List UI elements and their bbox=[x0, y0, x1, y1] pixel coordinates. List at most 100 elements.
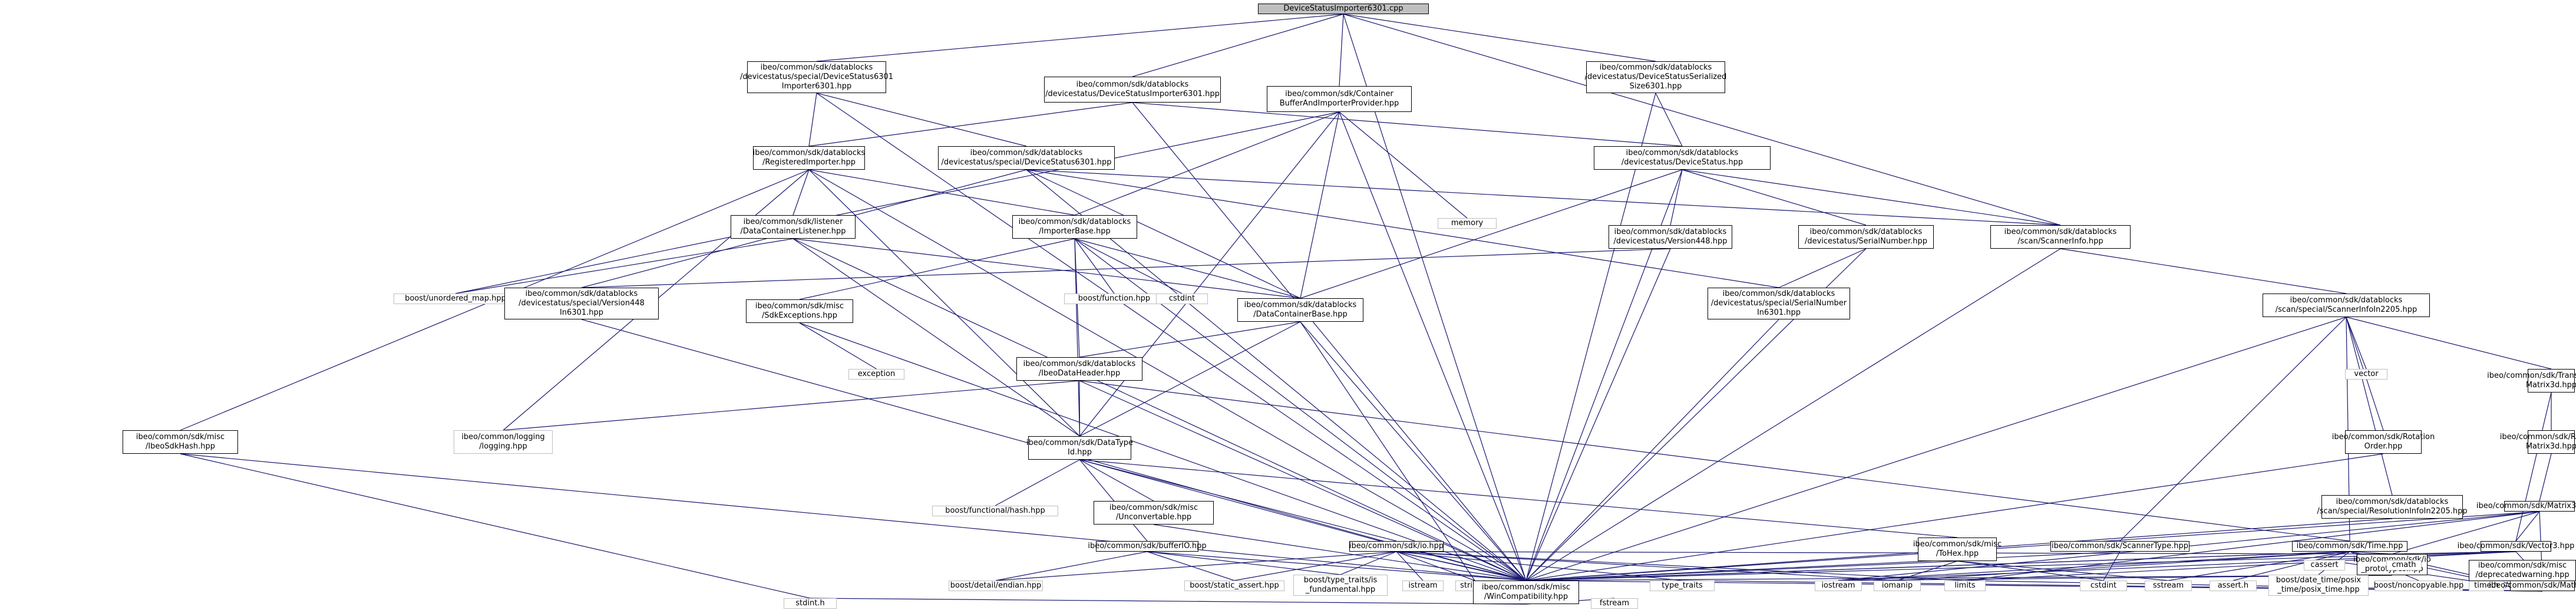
edge-n23-n28 bbox=[1079, 380, 1081, 437]
edge-n9-n19 bbox=[792, 238, 1301, 299]
node-n62[interactable]: ibeo/common/sdk/misc /deprecatedwarning.… bbox=[2469, 560, 2576, 581]
edge-n35-n56 bbox=[1147, 551, 1527, 581]
node-n14: boost/unordered_map.hpp bbox=[394, 294, 517, 304]
edge-n9-n56 bbox=[792, 238, 1527, 581]
edge-n13-n21 bbox=[2060, 248, 2347, 294]
edge-n34-n40 bbox=[2515, 511, 2540, 542]
edge-n0-n4 bbox=[1343, 14, 1656, 62]
node-n55[interactable]: ibeo/common/sdk/Math.hpp bbox=[2489, 581, 2576, 591]
node-n31[interactable]: ibeo/common/sdk/datablocks /scan/special… bbox=[2317, 495, 2468, 519]
edge-n3-n10 bbox=[1074, 111, 1340, 216]
edge-n8-n19 bbox=[1300, 169, 1683, 299]
node-n41: boost/detail/endian.hpp bbox=[949, 581, 1043, 591]
node-n22: exception bbox=[848, 369, 904, 380]
node-n37[interactable]: ibeo/common/sdk/misc /ToHex.hpp bbox=[1913, 538, 2002, 561]
node-n32: boost/functional/hash.hpp bbox=[932, 506, 1058, 516]
node-n13[interactable]: ibeo/common/sdk/datablocks /scan/Scanner… bbox=[1990, 225, 2131, 249]
node-n1[interactable]: ibeo/common/sdk/datablocks /devicestatus… bbox=[740, 61, 893, 93]
node-n36[interactable]: ibeo/common/sdk/io.hpp bbox=[1349, 541, 1444, 552]
edge-n36-n59 bbox=[1396, 551, 1966, 581]
node-n4[interactable]: ibeo/common/sdk/datablocks /devicestatus… bbox=[1585, 61, 1726, 93]
node-n20[interactable]: ibeo/common/sdk/datablocks /devicestatus… bbox=[1708, 288, 1850, 319]
node-n19[interactable]: ibeo/common/sdk/datablocks /DataContaine… bbox=[1237, 298, 1363, 322]
edge-n11-n56 bbox=[1525, 248, 1671, 581]
node-n48: cstdint bbox=[2080, 581, 2127, 591]
edge-n54-n56 bbox=[1525, 575, 2393, 581]
node-n28[interactable]: ibeo/common/sdk/DataType Id.hpp bbox=[1026, 436, 1133, 460]
node-n33[interactable]: ibeo/common/sdk/misc /Unconvertable.hpp bbox=[1094, 501, 1214, 525]
edge-n39-n49 bbox=[2168, 551, 2350, 581]
node-n29[interactable]: ibeo/common/sdk/Rotation Order.hpp bbox=[2332, 430, 2435, 454]
edge-n21-n24 bbox=[2346, 316, 2367, 370]
edge-n39-n56 bbox=[1525, 551, 2350, 581]
edge-n6-n20 bbox=[1026, 169, 1779, 288]
edge-n28-n56 bbox=[1079, 459, 1527, 581]
node-n12[interactable]: ibeo/common/sdk/datablocks /devicestatus… bbox=[1798, 225, 1934, 249]
edge-n10-n56 bbox=[1074, 238, 1527, 581]
node-n30[interactable]: ibeo/common/sdk/Rotation Matrix3d.hpp bbox=[2500, 430, 2576, 454]
node-n49: sstream bbox=[2145, 581, 2192, 591]
node-n34[interactable]: ibeo/common/sdk/Matrix3x3.hpp bbox=[2476, 501, 2576, 512]
edge-n21-n25 bbox=[2346, 316, 2552, 370]
edge-n10-n16 bbox=[799, 238, 1075, 300]
node-n63: stdint.h bbox=[784, 598, 837, 609]
node-n43: boost/type_traits/is _fundamental.hpp bbox=[1293, 575, 1388, 596]
edge-n36-n44 bbox=[1396, 551, 1424, 581]
edge-n36-n42 bbox=[1234, 551, 1397, 581]
edge-n39-n50 bbox=[2232, 551, 2350, 581]
edge-n3-n56 bbox=[1339, 111, 1527, 581]
node-n2[interactable]: ibeo/common/sdk/datablocks /devicestatus… bbox=[1044, 77, 1221, 103]
node-n25[interactable]: ibeo/common/sdk/Transformation Matrix3d.… bbox=[2487, 369, 2576, 393]
node-n56[interactable]: ibeo/common/sdk/misc /WinCompatibility.h… bbox=[1473, 581, 1579, 604]
node-n8[interactable]: ibeo/common/sdk/datablocks /devicestatus… bbox=[1594, 146, 1771, 170]
edge-n0-n1 bbox=[816, 14, 1344, 62]
node-n0[interactable]: DeviceStatusImporter6301.cpp bbox=[1258, 4, 1429, 14]
edge-n26-n56 bbox=[180, 453, 1527, 581]
edge-n21-n38 bbox=[2119, 316, 2347, 542]
edge-n36-n41 bbox=[995, 551, 1397, 581]
node-n57: type_traits bbox=[1650, 581, 1715, 591]
edge-n20-n56 bbox=[1525, 319, 1779, 581]
node-n10[interactable]: ibeo/common/sdk/datablocks /ImporterBase… bbox=[1012, 215, 1137, 239]
node-n6[interactable]: ibeo/common/sdk/datablocks /devicestatus… bbox=[938, 146, 1115, 170]
edge-n19-n45 bbox=[1300, 321, 1475, 581]
node-n11[interactable]: ibeo/common/sdk/datablocks /devicestatus… bbox=[1609, 225, 1732, 249]
edge-n16-n56 bbox=[799, 322, 1527, 581]
node-n9[interactable]: ibeo/common/sdk/listener /DataContainerL… bbox=[731, 215, 856, 239]
node-n26[interactable]: ibeo/common/sdk/misc /IbeoSdkHash.hpp bbox=[123, 430, 238, 454]
edge-n38-n48 bbox=[2103, 551, 2121, 581]
edge-n5-n28 bbox=[808, 169, 1080, 437]
edge-n35-n42 bbox=[1147, 551, 1235, 581]
edge-n21-n56 bbox=[1525, 316, 2347, 581]
edge-n9-n28 bbox=[792, 238, 1080, 437]
node-n58: iostream bbox=[1815, 581, 1862, 591]
edge-n0-n2 bbox=[1132, 14, 1344, 77]
node-n23[interactable]: ibeo/common/sdk/datablocks /IbeoDataHead… bbox=[1016, 357, 1142, 381]
node-n40[interactable]: ibeo/common/sdk/Vector3.hpp bbox=[2457, 541, 2575, 552]
node-n51: boost/date_time/posix _time/posix_time.h… bbox=[2268, 575, 2369, 596]
edge-n36-n47 bbox=[1396, 551, 1898, 581]
edge-n3-n19 bbox=[1300, 111, 1340, 299]
node-n5[interactable]: ibeo/common/sdk/datablocks /RegisteredIm… bbox=[753, 146, 865, 170]
edge-n10-n17 bbox=[1074, 238, 1115, 294]
node-n24: vector bbox=[2345, 369, 2387, 380]
edge-n35-n41 bbox=[995, 551, 1148, 581]
edge-n1-n5 bbox=[808, 93, 817, 147]
node-n15[interactable]: ibeo/common/sdk/datablocks /devicestatus… bbox=[504, 288, 659, 319]
node-n21[interactable]: ibeo/common/sdk/datablocks /scan/special… bbox=[2263, 294, 2430, 317]
node-n16[interactable]: ibeo/common/sdk/misc /SdkExceptions.hpp bbox=[746, 299, 853, 323]
node-n38[interactable]: ibeo/common/sdk/ScannerType.hpp bbox=[2050, 541, 2189, 552]
edge-n23-n56 bbox=[1079, 380, 1527, 581]
edge-n8-n12 bbox=[1682, 169, 1867, 226]
edge-n19-n28 bbox=[1079, 321, 1301, 437]
edge-n11-n15 bbox=[581, 248, 1671, 288]
node-n39[interactable]: ibeo/common/sdk/Time.hpp bbox=[2292, 541, 2407, 552]
edge-n25-n40 bbox=[2515, 392, 2552, 542]
edge-n8-n11 bbox=[1670, 169, 1683, 226]
edge-n19-n23 bbox=[1079, 321, 1301, 358]
edge-n0-n13 bbox=[1343, 14, 2061, 226]
node-n3[interactable]: ibeo/common/sdk/Container BufferAndImpor… bbox=[1267, 86, 1412, 112]
edge-n4-n56 bbox=[1525, 93, 1656, 581]
node-n35[interactable]: ibeo/common/sdk/bufferIO.hpp bbox=[1088, 541, 1207, 552]
edge-n36-n43 bbox=[1340, 551, 1397, 575]
